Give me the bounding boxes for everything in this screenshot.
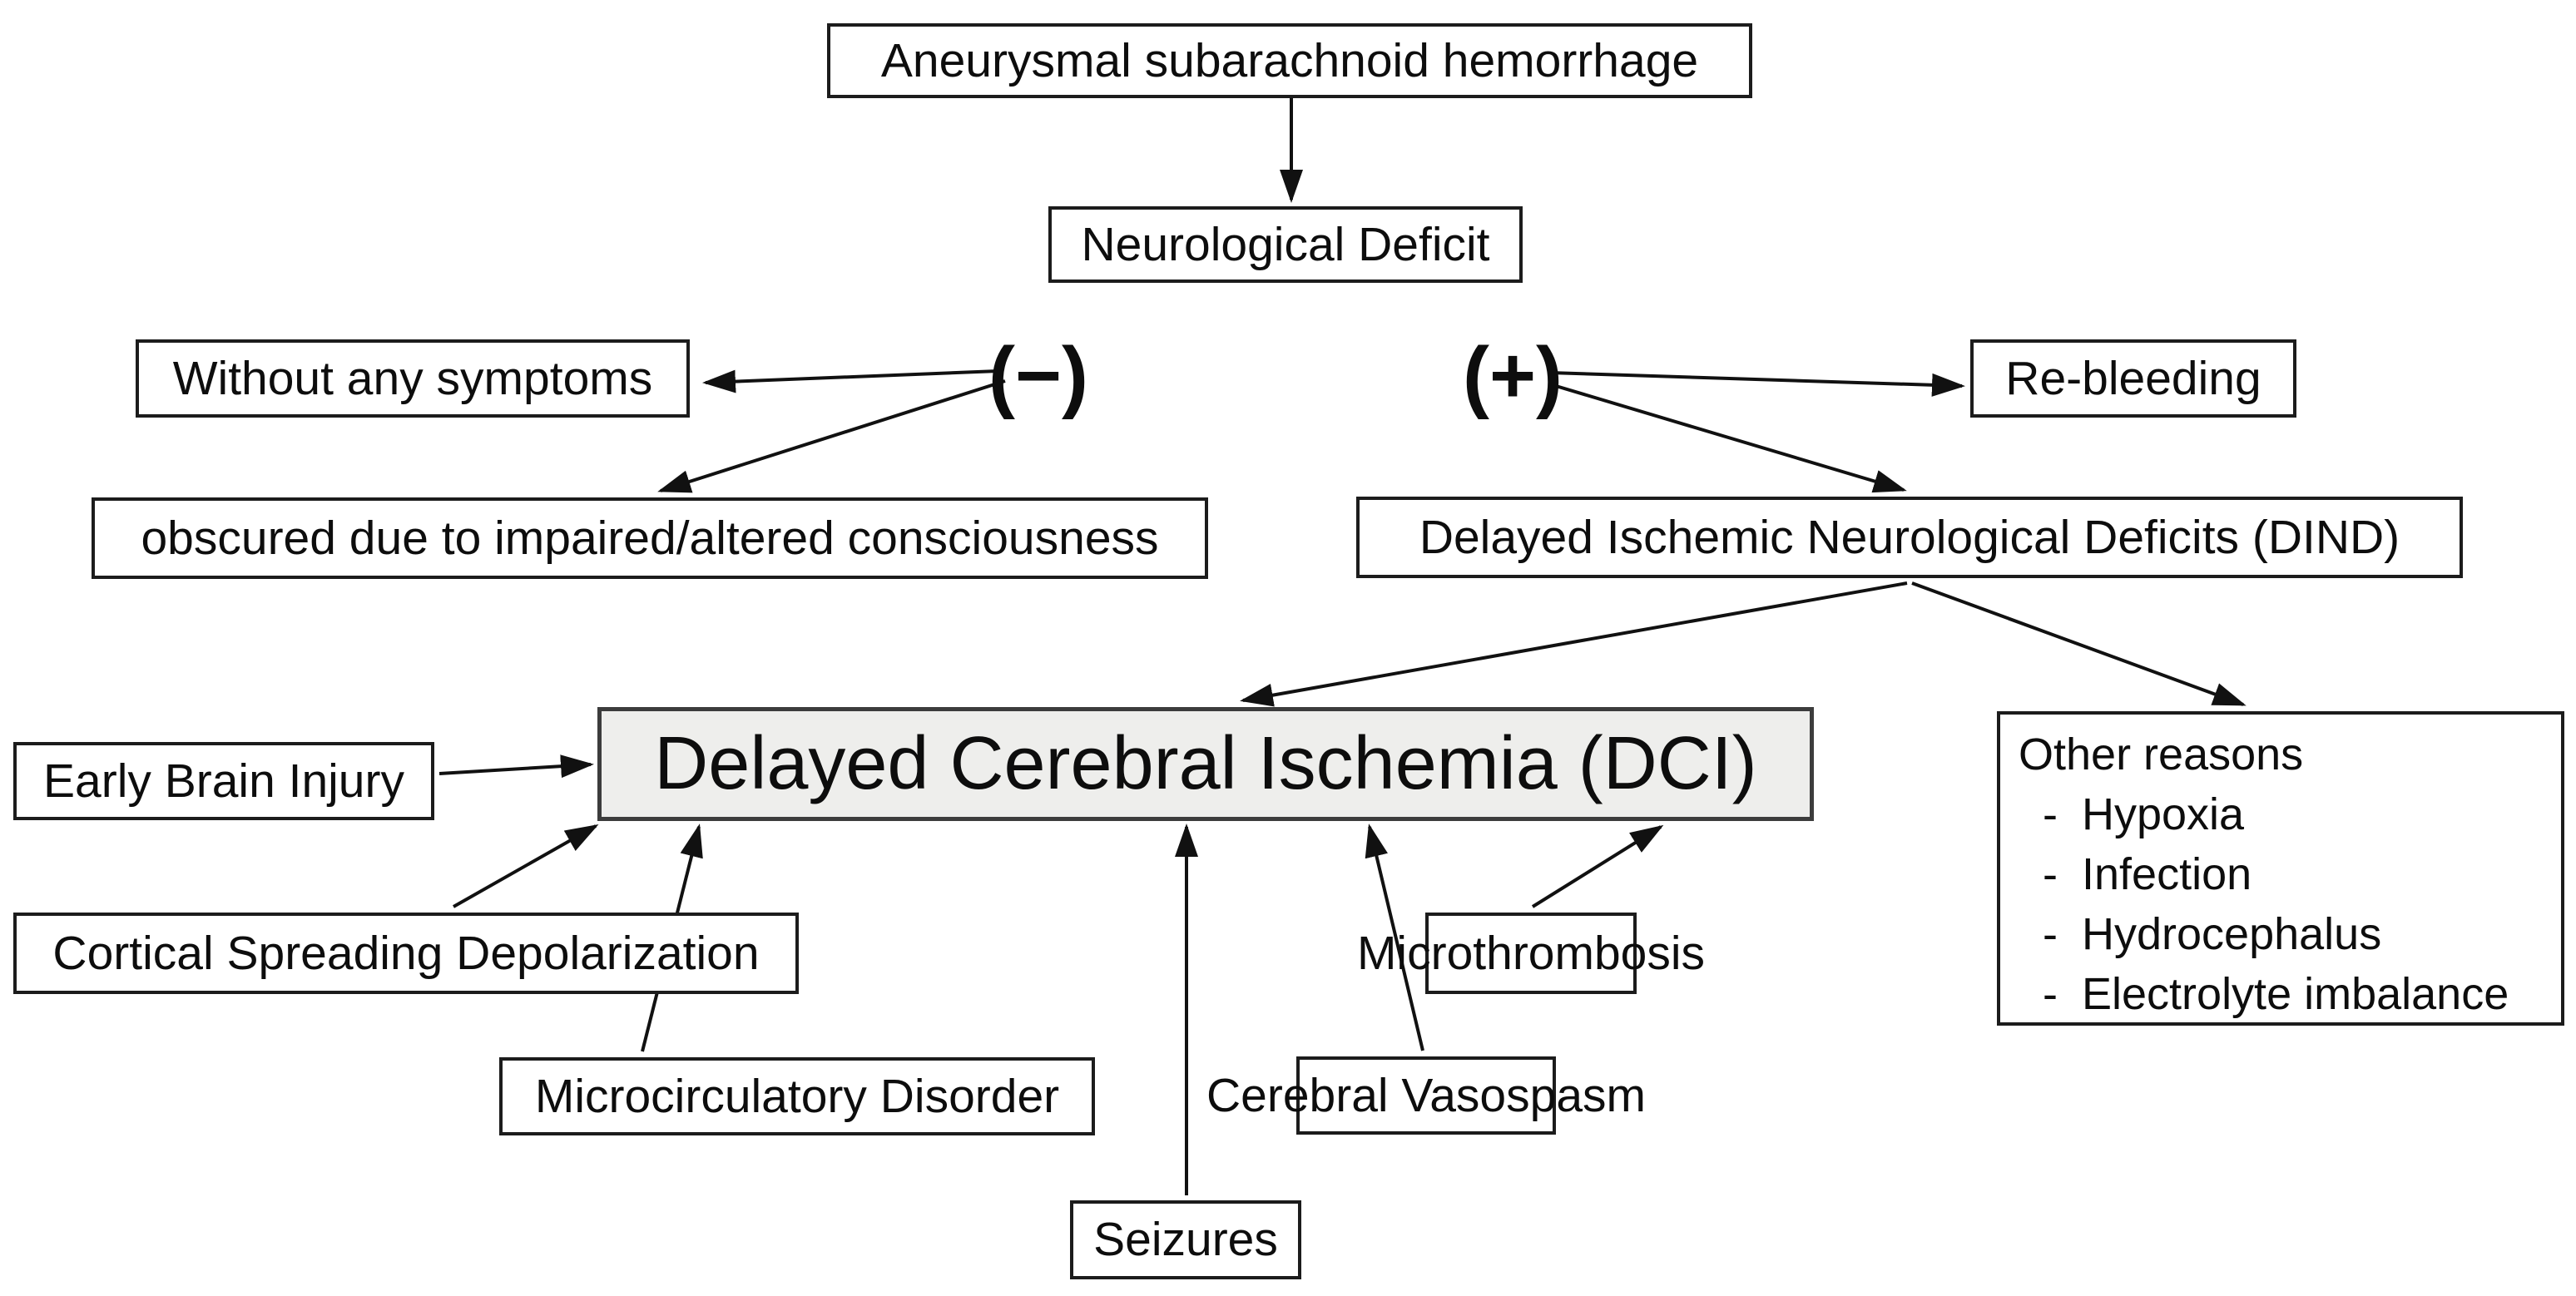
other-reasons-item-electrolyte-imbalance: - Electrolyte imbalance [2019, 964, 2509, 1024]
node-rebleeding: Re-bleeding [1970, 339, 2296, 418]
node-microcirculatory-disorder: Microcirculatory Disorder [499, 1057, 1095, 1135]
plus-sign: (+) [1429, 326, 1596, 426]
node-early-brain-injury-label: Early Brain Injury [43, 754, 404, 808]
node-microthrombosis-label: Microthrombosis [1356, 926, 1706, 980]
edge-early-brain-injury-dci [438, 754, 594, 779]
bullet-dash: - [2043, 789, 2058, 839]
bullet-dash: - [2043, 969, 2058, 1019]
node-neurological-deficit: Neurological Deficit [1048, 206, 1523, 283]
node-cortical-spreading-depolarization-label: Cortical Spreading Depolarization [52, 926, 760, 980]
edge-plus-rebleeding [1548, 371, 1965, 397]
edge-dind-dci [1240, 581, 1908, 707]
node-aneurysmal-subarachnoid-hemorrhage: Aneurysmal subarachnoid hemorrhage [827, 23, 1752, 98]
node-neurological-deficit-label: Neurological Deficit [1081, 217, 1490, 271]
node-cerebral-vasospasm: Cerebral Vasospasm [1206, 1056, 1646, 1135]
other-reasons-item-hydrocephalus: - Hydrocephalus [2019, 904, 2381, 964]
node-cortical-spreading-depolarization: Cortical Spreading Depolarization [13, 913, 799, 994]
node-dci-label: Delayed Cerebral Ischemia (DCI) [654, 722, 1757, 805]
node-dind-label: Delayed Ischemic Neurological Deficits (… [1419, 510, 2400, 564]
bullet-dash: - [2043, 849, 2058, 899]
node-obscured-consciousness: obscured due to impaired/altered conscio… [92, 497, 1208, 579]
node-aneurysmal-subarachnoid-hemorrhage-label: Aneurysmal subarachnoid hemorrhage [880, 33, 1699, 87]
node-rebleeding-label: Re-bleeding [2005, 351, 2261, 405]
node-seizures-label: Seizures [1093, 1213, 1278, 1267]
node-without-any-symptoms-label: Without any symptoms [172, 351, 653, 405]
edge-minus-without-symptoms [702, 369, 999, 393]
node-obscured-consciousness-label: obscured due to impaired/altered conscio… [141, 511, 1159, 565]
edge-minus-obscured [657, 379, 1006, 493]
node-without-any-symptoms: Without any symptoms [136, 339, 690, 418]
plus-sign-label: (+) [1463, 331, 1563, 420]
node-seizures: Seizures [1070, 1200, 1301, 1279]
edge-plus-dind [1555, 384, 1907, 493]
node-early-brain-injury: Early Brain Injury [13, 742, 434, 820]
node-dci: Delayed Cerebral Ischemia (DCI) [597, 707, 1814, 821]
edge-cerebral-vasospasm-dci [1365, 824, 1424, 1051]
other-reasons-item-infection-label: Infection [2082, 849, 2252, 899]
node-microcirculatory-disorder-label: Microcirculatory Disorder [534, 1069, 1060, 1123]
node-other-reasons: Other reasons - Hypoxia - Infection - Hy… [1997, 711, 2564, 1026]
node-microthrombosis: Microthrombosis [1357, 913, 1705, 994]
other-reasons-item-electrolyte-imbalance-label: Electrolyte imbalance [2082, 969, 2509, 1019]
edge-cortical-spreading-dci [453, 824, 599, 908]
other-reasons-item-hypoxia: - Hypoxia [2019, 784, 2244, 844]
other-reasons-title: Other reasons [2019, 730, 2304, 779]
node-cerebral-vasospasm-label: Cerebral Vasospasm [1206, 1068, 1647, 1122]
other-reasons-item-infection: - Infection [2019, 844, 2252, 904]
other-reasons-item-hypoxia-label: Hypoxia [2082, 789, 2245, 839]
other-reasons-item-hydrocephalus-label: Hydrocephalus [2082, 909, 2382, 959]
edge-microthrombosis-dci [1531, 824, 1664, 908]
minus-sign-label: (−) [988, 331, 1088, 420]
edge-dind-other-reasons [1911, 581, 2247, 706]
minus-sign: (−) [955, 326, 1122, 426]
bullet-dash: - [2043, 909, 2058, 959]
node-dind: Delayed Ischemic Neurological Deficits (… [1356, 497, 2463, 578]
